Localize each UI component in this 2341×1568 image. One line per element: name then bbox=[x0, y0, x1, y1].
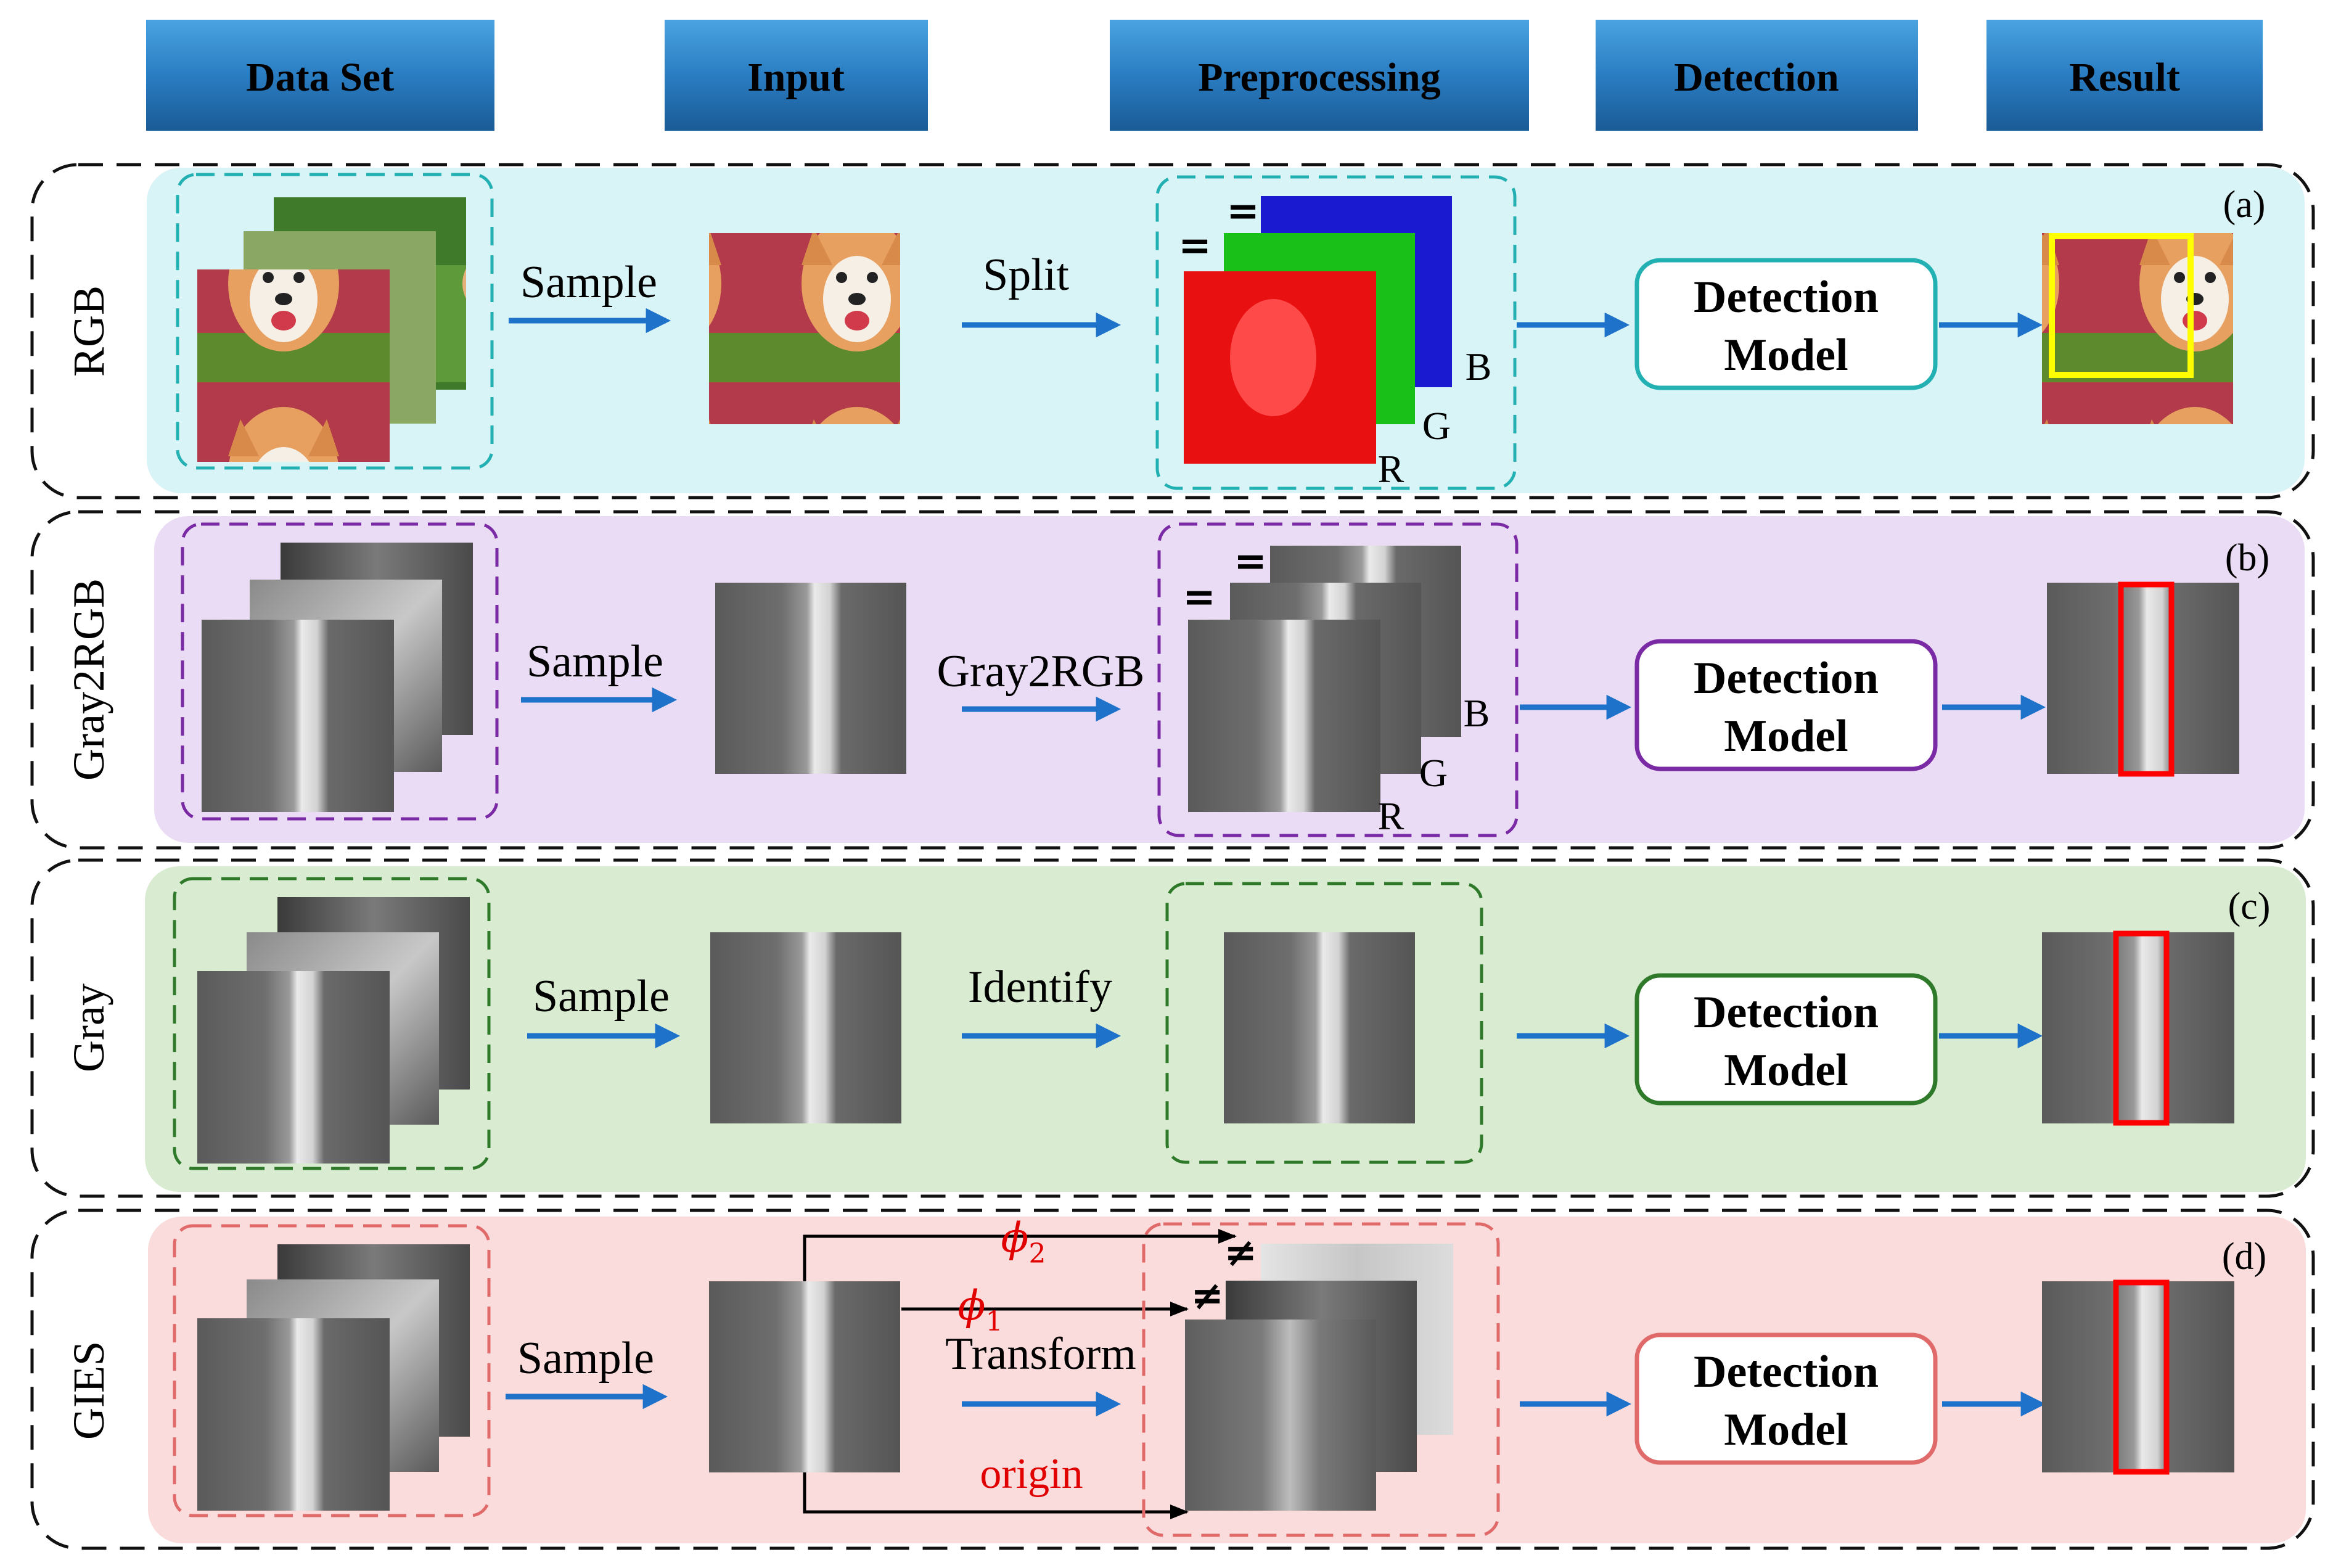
gray2rgb-channel-g-label: G bbox=[1419, 751, 1448, 795]
row-rgb-tag: (a) bbox=[2223, 184, 2266, 226]
row-gray2rgb-outline bbox=[30, 510, 2315, 850]
row-gray: Gray (c) Sample Identify Detection Model bbox=[30, 858, 2315, 1198]
gies-input-image bbox=[709, 1281, 900, 1472]
gies-sample-label: Sample bbox=[517, 1333, 654, 1384]
header-preprocessing: Preprocessing bbox=[1110, 20, 1529, 131]
row-gray-tag: (c) bbox=[2228, 885, 2271, 927]
gray2rgb-result-image bbox=[2047, 583, 2239, 774]
gray2rgb-detection-model-box bbox=[1634, 639, 1938, 771]
channel-r-dog-shape bbox=[1230, 299, 1316, 416]
gies-detection-model-box bbox=[1634, 1332, 1938, 1465]
gies-phi2-label: ϕ2 bbox=[1001, 1214, 1046, 1270]
rgb-preprocessing-frame bbox=[1155, 175, 1517, 490]
gray2rgb-channel-r-label: R bbox=[1378, 794, 1404, 838]
channel-g-label: G bbox=[1422, 404, 1451, 448]
gray2rgb-channel-b-label: B bbox=[1464, 691, 1490, 735]
rgb-equal-sign-2: = bbox=[1226, 189, 1260, 234]
gray2rgb-model-label-line1: Detection bbox=[1694, 653, 1879, 704]
rgb-dataset-image-1 bbox=[197, 269, 390, 462]
gray2rgb-model-label-line2: Model bbox=[1724, 711, 1848, 761]
gies-phi1-label: ϕ1 bbox=[958, 1282, 1003, 1337]
row-gies-tag: (d) bbox=[2222, 1236, 2266, 1278]
row-rgb: RGB (a) Sample Split = = B G R Detection… bbox=[30, 163, 2315, 499]
row-gray2rgb-tag: (b) bbox=[2225, 537, 2269, 579]
gray2rgb-convert-label: Gray2RGB bbox=[937, 646, 1144, 697]
gray2rgb-detection-box bbox=[2118, 581, 2175, 777]
rgb-result-image bbox=[2042, 233, 2233, 424]
gies-model-label-line2: Model bbox=[1724, 1405, 1848, 1455]
channel-r-label: R bbox=[1378, 447, 1404, 491]
gray-model-label-line1: Detection bbox=[1694, 987, 1879, 1038]
gies-phi1-subscript: 1 bbox=[986, 1306, 1003, 1337]
gies-phi2-subscript: 2 bbox=[1029, 1238, 1046, 1270]
gray2rgb-sample-label: Sample bbox=[527, 636, 663, 687]
gies-result-image bbox=[2042, 1281, 2234, 1472]
gray2rgb-input-image bbox=[715, 583, 906, 774]
channel-b-label: B bbox=[1466, 345, 1492, 388]
gies-dataset-frame bbox=[173, 1224, 491, 1517]
gray-identify-label: Identify bbox=[968, 962, 1112, 1012]
gray2rgb-channel-r-image bbox=[1188, 620, 1380, 812]
gray-result-image bbox=[2042, 932, 2234, 1123]
gies-origin-label: origin bbox=[980, 1450, 1083, 1498]
gray2rgb-equal-sign-1: = bbox=[1183, 575, 1216, 620]
gray-dataset-frame bbox=[173, 877, 491, 1170]
rgb-detection-model-box bbox=[1634, 258, 1938, 390]
rgb-model-label-line2: Model bbox=[1724, 330, 1848, 380]
header-dataset: Data Set bbox=[146, 20, 494, 131]
gray-dataset-image-1 bbox=[197, 971, 390, 1164]
gies-phi1-symbol: ϕ bbox=[958, 1282, 986, 1329]
row-rgb-outline bbox=[30, 163, 2315, 499]
gray2rgb-dataset-frame bbox=[181, 522, 499, 821]
gray-preprocessed-image bbox=[1224, 932, 1415, 1123]
gray-model-label-line2: Model bbox=[1724, 1045, 1848, 1096]
gray2rgb-preprocessing-frame bbox=[1157, 522, 1519, 837]
gies-phi2-symbol: ϕ bbox=[1001, 1214, 1029, 1262]
header-detection-label: Detection bbox=[1674, 55, 1839, 100]
header-preprocessing-label: Preprocessing bbox=[1198, 55, 1441, 100]
header-dataset-label: Data Set bbox=[246, 55, 394, 100]
rgb-split-label: Split bbox=[983, 250, 1069, 300]
rgb-dataset-frame bbox=[176, 173, 494, 470]
row-gies: GIES (d) Sample ϕ2 ϕ1 Transform origin ≠… bbox=[30, 1209, 2315, 1550]
gies-preprocessing-frame bbox=[1142, 1222, 1500, 1537]
gies-notequal-sign-2: ≠ bbox=[1224, 1230, 1257, 1276]
rgb-detection-box bbox=[2049, 233, 2194, 378]
header-input: Input bbox=[665, 20, 928, 131]
gies-model-label-line1: Detection bbox=[1694, 1347, 1879, 1397]
gray-detection-model-box bbox=[1634, 973, 1938, 1106]
gies-origin-image bbox=[1185, 1320, 1376, 1511]
gray2rgb-dataset-image-1 bbox=[202, 620, 394, 812]
row-gies-side-label: GIES bbox=[64, 1341, 113, 1440]
header-detection: Detection bbox=[1596, 20, 1918, 131]
gies-dataset-image-1 bbox=[197, 1318, 390, 1511]
header-result: Result bbox=[1986, 20, 2263, 131]
rgb-model-label-line1: Detection bbox=[1694, 272, 1879, 322]
gray2rgb-equal-sign-2: = bbox=[1234, 539, 1267, 585]
row-gies-outline bbox=[30, 1209, 2315, 1550]
gies-transform-label: Transform bbox=[945, 1329, 1136, 1379]
rgb-input-image bbox=[709, 233, 900, 424]
gray-preprocessing-frame bbox=[1165, 882, 1483, 1164]
gray-input-image bbox=[710, 932, 901, 1123]
rgb-sample-label: Sample bbox=[520, 257, 657, 308]
gies-origin-arrow bbox=[803, 1472, 1189, 1519]
rgb-equal-sign-1: = bbox=[1178, 223, 1211, 269]
row-gray-outline bbox=[30, 858, 2315, 1198]
gies-phi2-arrow bbox=[803, 1229, 1237, 1281]
gray-sample-label: Sample bbox=[533, 971, 670, 1022]
gies-notequal-sign-1: ≠ bbox=[1191, 1273, 1224, 1319]
header-result-label: Result bbox=[2069, 55, 2180, 100]
row-gray2rgb: Gray2RGB (b) Sample Gray2RGB = = B G R D… bbox=[30, 510, 2315, 850]
row-rgb-side-label: RGB bbox=[64, 285, 113, 377]
row-gray-side-label: Gray bbox=[64, 983, 113, 1072]
gray-detection-box bbox=[2113, 930, 2170, 1126]
row-gray2rgb-side-label: Gray2RGB bbox=[64, 578, 113, 781]
gies-detection-box bbox=[2113, 1279, 2170, 1475]
header-input-label: Input bbox=[747, 55, 845, 100]
